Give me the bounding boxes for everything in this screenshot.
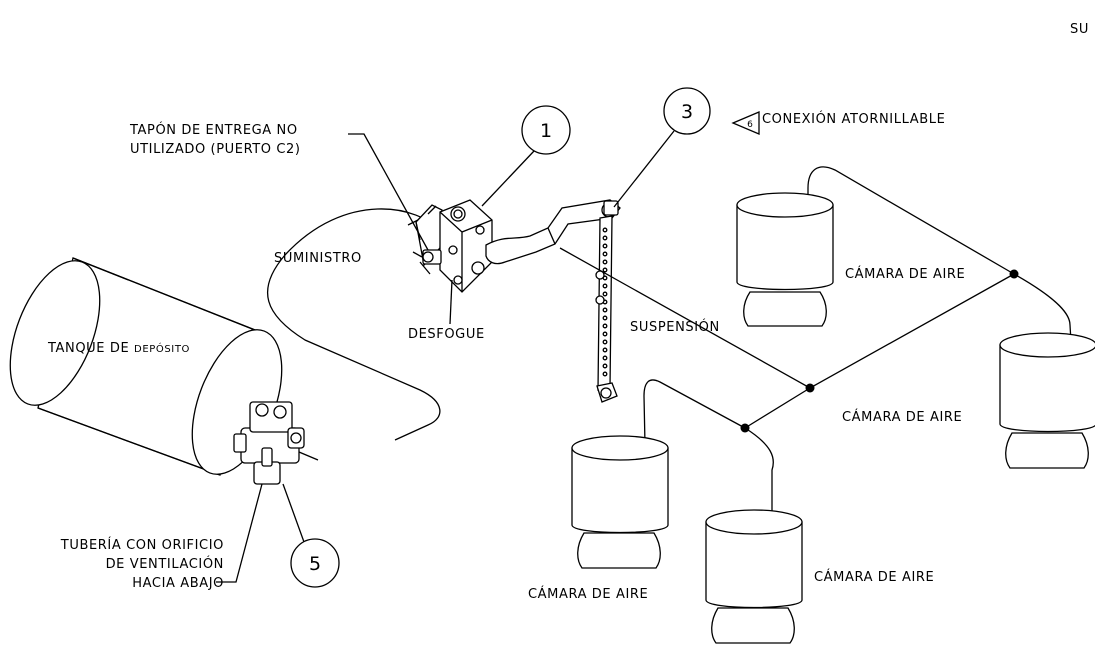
svg-text:5: 5	[309, 553, 321, 575]
tee-fitting-1	[1009, 269, 1019, 279]
suspension-label: SUSPENSIÓN	[630, 319, 720, 335]
callout-1: 1	[481, 105, 571, 207]
vent-label-line3: HACIA ABAJO	[132, 576, 224, 591]
tank-label: TANQUE DE DEPÓSITO	[47, 341, 190, 356]
callout-3: 3	[613, 87, 711, 208]
air-spring-top-right	[736, 192, 834, 327]
callout-5: 5	[282, 483, 340, 588]
svg-text:6: 6	[747, 120, 753, 130]
plug-label-line1: TAPÓN DE ENTREGA NO	[129, 122, 298, 138]
air-spring-bottom-left	[571, 435, 669, 569]
leveling-valve	[407, 199, 493, 293]
reservoir-tank	[9, 257, 283, 476]
tee-fitting-2	[805, 383, 815, 393]
svg-text:3: 3	[681, 101, 693, 123]
supply-air-line	[267, 208, 441, 441]
supply-label: SUMINISTRO	[274, 251, 362, 266]
suspension-air-lines	[559, 166, 1072, 518]
plug-leader-line	[348, 133, 429, 251]
exhaust-leader-line	[449, 279, 453, 325]
vent-label-line2: DE VENTILACIÓN	[106, 556, 224, 572]
airbag-label-right: CÁMARA DE AIRE	[842, 409, 962, 425]
svg-text:1: 1	[540, 120, 552, 142]
vent-label-line1: TUBERÍA CON ORIFICIO	[60, 537, 224, 553]
exhaust-label: DESFOGUE	[408, 327, 485, 342]
airbag-label-top-right: CÁMARA DE AIRE	[845, 266, 965, 282]
tank-drain-valve	[233, 401, 319, 485]
airbag-label-bottom-left: CÁMARA DE AIRE	[528, 586, 648, 602]
screw-connection-label: CONEXIÓN ATORNILLABLE	[762, 111, 945, 127]
airbag-label-bottom-center: CÁMARA DE AIRE	[814, 569, 934, 585]
air-spring-right	[999, 332, 1095, 469]
linkage-rod	[595, 200, 619, 403]
vent-leader-line	[216, 483, 263, 583]
air-spring-bottom-center	[705, 509, 803, 644]
screw-connection-note: 6 CONEXIÓN ATORNILLABLE	[731, 111, 945, 135]
corner-text: SU	[1070, 22, 1089, 37]
plug-label-line2: UTILIZADO (PUERTO C2)	[130, 142, 301, 157]
tee-fitting-3	[740, 423, 750, 433]
